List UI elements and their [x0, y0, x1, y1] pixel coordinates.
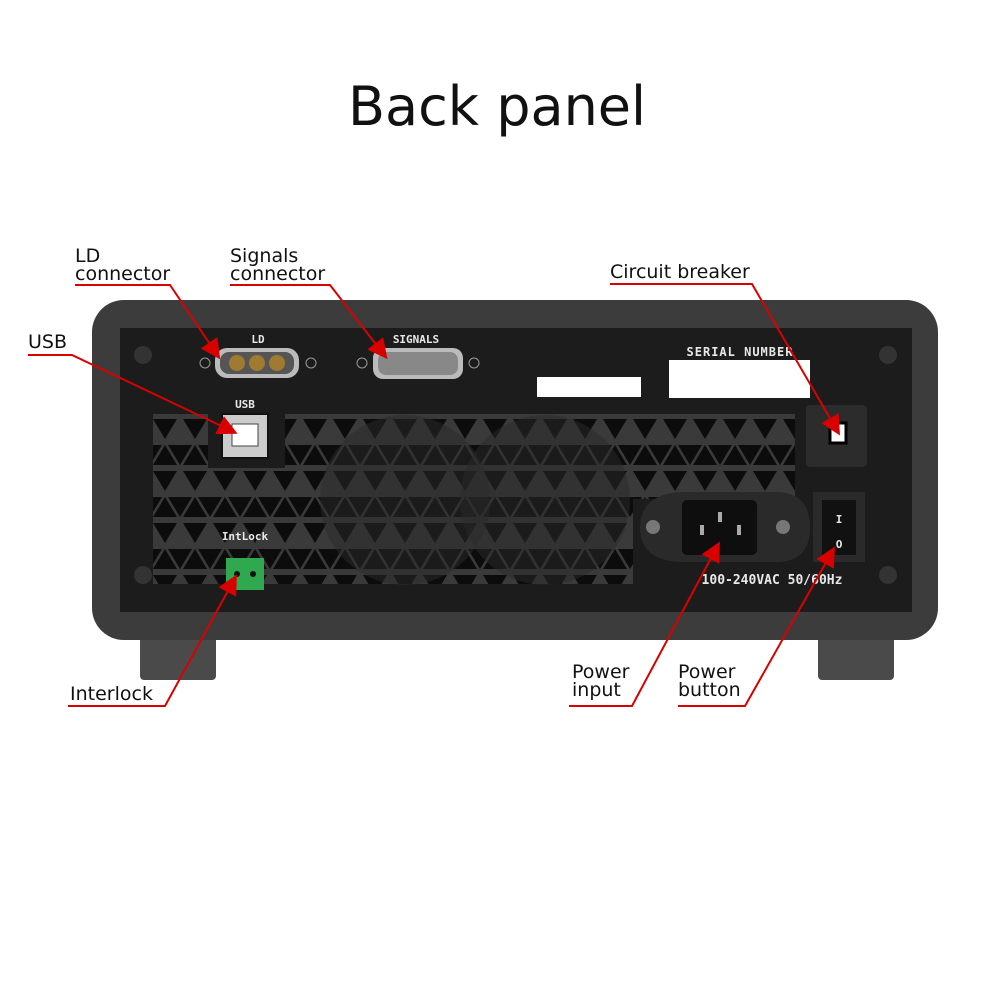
left-foot — [140, 630, 216, 680]
switch-on-mark: I — [836, 513, 843, 526]
power-switch[interactable]: I O — [813, 492, 865, 562]
callout-signals: Signals connector — [230, 245, 388, 360]
signals-connector[interactable]: SIGNALS — [356, 333, 480, 379]
serial-number-label: SERIAL NUMBER — [687, 345, 794, 359]
svg-text:Signals: Signals — [230, 245, 298, 267]
svg-text:LD: LD — [75, 245, 100, 267]
usb-panel-label: USB — [235, 398, 255, 411]
callout-ld: LD connector — [75, 245, 221, 360]
circuit-breaker[interactable] — [806, 405, 867, 467]
ld-panel-label: LD — [251, 333, 265, 346]
voltage-rating: 100-240VAC 50/60Hz — [702, 573, 843, 588]
svg-text:Power: Power — [678, 661, 736, 683]
right-foot — [818, 630, 894, 680]
ld-connector[interactable]: LD — [199, 333, 317, 378]
intlock-panel-label: IntLock — [222, 530, 269, 543]
callout-power-button: Power button — [678, 546, 835, 707]
label-sticker — [537, 377, 641, 397]
svg-text:connector: connector — [75, 263, 170, 285]
svg-text:USB: USB — [28, 331, 67, 353]
callout-circuit-breaker: Circuit breaker — [610, 261, 841, 436]
svg-text:connector: connector — [230, 263, 325, 285]
callout-usb: USB — [28, 331, 238, 435]
page-title: Back panel — [348, 75, 646, 138]
svg-text:button: button — [678, 679, 741, 701]
interlock-connector[interactable]: IntLock — [222, 530, 269, 590]
svg-text:Circuit breaker: Circuit breaker — [610, 261, 750, 283]
svg-text:input: input — [572, 679, 621, 701]
screws — [134, 346, 897, 584]
callout-power-input: Power input — [569, 541, 720, 707]
switch-off-mark: O — [836, 538, 843, 551]
svg-text:Power: Power — [572, 661, 630, 683]
power-inlet[interactable]: 100-240VAC 50/60Hz — [640, 492, 842, 588]
svg-text:Interlock: Interlock — [70, 683, 153, 705]
serial-number-sticker — [669, 360, 810, 398]
callout-interlock: Interlock — [68, 574, 237, 707]
signals-panel-label: SIGNALS — [393, 333, 439, 346]
